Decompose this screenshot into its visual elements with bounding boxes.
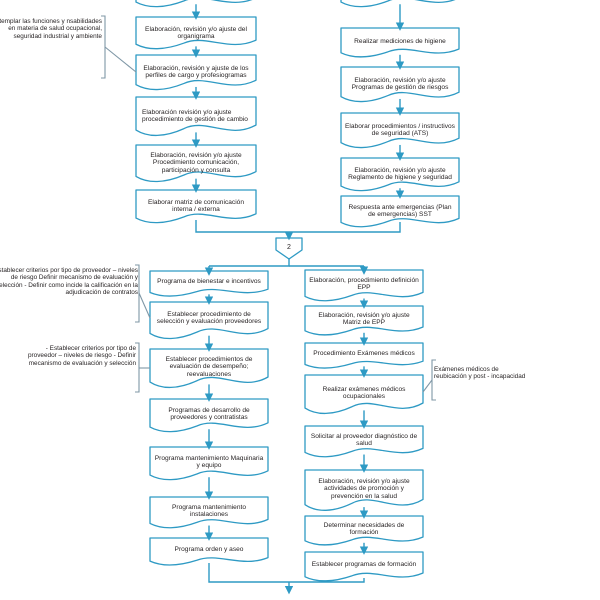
leader-annotation-4 xyxy=(422,379,433,393)
process-node-seleccion-evaluacion-proveedores[interactable]: Establecer procedimiento de selección y … xyxy=(156,310,262,325)
process-node-mediciones-higiene[interactable]: Realizar mediciones de higiene xyxy=(354,38,446,46)
process-node-evaluacion-desempeno[interactable]: Establecer procedimientos de evaluación … xyxy=(165,355,253,378)
page-connector-2[interactable]: 2 xyxy=(287,243,291,251)
process-node-necesidades-formacion[interactable]: Determinar necesidades de formación xyxy=(323,521,405,536)
process-node-realizar-examenes[interactable]: Realizar exámenes médicos ocupacionales xyxy=(322,385,406,400)
node-shape-bottom-right-6 xyxy=(304,515,424,546)
process-node-desarrollo-proveedores[interactable]: Programas de desarrollo de proveedores y… xyxy=(168,406,250,421)
node-shape-bottom-right-7 xyxy=(304,551,424,582)
node-shape-bottom-left-5 xyxy=(149,496,269,529)
node-shape-bottom-right-0 xyxy=(304,269,424,302)
process-node-definicion-epp[interactable]: Elaboración, procedimiento definición EP… xyxy=(309,276,419,291)
process-node-mantenimiento-instalaciones[interactable]: Programa mantenimiento instalaciones xyxy=(171,503,247,518)
process-node-diagnostico-salud[interactable]: Solicitar al proveedor diagnóstico de sa… xyxy=(310,432,418,447)
node-shape-left-top-0 xyxy=(135,0,252,8)
node-shape-bottom-left-0 xyxy=(149,270,269,297)
process-node-orden-aseo[interactable]: Programa orden y aseo xyxy=(174,546,244,554)
split-bus-left xyxy=(209,259,290,267)
process-node-programas-gestion-riesgos[interactable]: Elaboración, revisión y/o ajuste Program… xyxy=(351,76,449,91)
merge-bottom-left xyxy=(208,563,289,583)
process-node-epidemiologica[interactable]: epidemiológica xyxy=(341,0,459,8)
node-shape-right-top-1 xyxy=(340,27,460,58)
node-shape-bottom-left-3 xyxy=(149,398,269,433)
node-shape-right-top-4 xyxy=(340,157,460,192)
annotation-criterios-evaluacion-seleccion: - Establecer criterios por tipo de prove… xyxy=(28,345,136,367)
process-node-mantenimiento-maquinaria[interactable]: Programa mantenimiento Maquinaria y equi… xyxy=(154,454,264,469)
node-shape-bottom-right-5 xyxy=(304,469,424,511)
process-node-instructivos-seguridad[interactable]: Elaborar procedimientos / instructivos d… xyxy=(345,122,455,137)
annotation-funciones-responsabilidades: templar las funciones y nsabilidades en … xyxy=(0,18,102,40)
process-node-matriz-comunicacion[interactable]: Elaborar matriz de comunicación interna … xyxy=(147,198,245,213)
process-node-bienestar-incentivos[interactable]: Programa de bienestar e incentivos xyxy=(157,278,261,286)
process-node-reglamento-higiene[interactable]: Elaboración, revisión y/o ajuste Reglame… xyxy=(348,166,452,181)
process-node-organigrama[interactable]: Elaboración, revisión y/o ajuste del org… xyxy=(145,25,247,40)
process-node-respuesta-emergencias[interactable]: Respuesta ante emergencias (Plan de emer… xyxy=(348,203,452,218)
merge-bottom-right xyxy=(289,578,365,583)
node-shape-left-top-3 xyxy=(135,96,257,137)
process-node-perfiles-cargo[interactable]: Elaboración, revisión y ajuste de los pe… xyxy=(143,64,249,79)
process-node-promocion-prevencion[interactable]: Elaboración, revisión y/o ajuste activid… xyxy=(318,477,410,500)
node-shape-left-top-1 xyxy=(135,16,257,50)
annotation-criterios-proveedor-riesgo: Establecer criterios por tipo de proveed… xyxy=(0,267,138,297)
node-shape-right-top-2 xyxy=(340,66,460,103)
node-shape-right-top-0 xyxy=(340,0,456,8)
node-shape-bottom-right-4 xyxy=(304,425,424,458)
merge-left-to-connector xyxy=(195,220,289,233)
node-shape-right-top-5 xyxy=(340,195,460,228)
process-node-matriz-epp[interactable]: Elaboración, revisión y/o ajuste Matriz … xyxy=(318,311,410,326)
node-shape-bottom-left-6 xyxy=(149,537,269,566)
merge-right-to-connector xyxy=(289,222,401,233)
connector-2-shape xyxy=(275,237,303,260)
process-node-comunicacion-participacion[interactable]: Elaboración, revisión y/o ajuste Procedi… xyxy=(150,151,242,174)
leader-annotation-1 xyxy=(104,46,137,73)
node-shape-bottom-right-3 xyxy=(304,374,424,415)
annotation-examenes-reubicacion: Exámenes médicos de reubicación y post -… xyxy=(434,366,526,381)
leader-annotation-2 xyxy=(138,292,151,319)
node-shape-right-top-3 xyxy=(340,112,460,149)
node-shape-bottom-left-2 xyxy=(149,348,269,389)
node-shape-bottom-right-2 xyxy=(304,342,424,369)
node-shape-bottom-left-1 xyxy=(149,301,269,340)
process-node-gestion-cambio[interactable]: Elaboración revisión y/o ajuste procedim… xyxy=(142,108,248,123)
process-node-gestion[interactable]: gestión xyxy=(136,0,256,8)
process-node-procedimiento-examenes[interactable]: Procedimiento Exámenes médicos xyxy=(313,350,415,358)
process-node-programas-formacion[interactable]: Establecer programas de formación xyxy=(311,561,417,569)
node-shape-left-top-4 xyxy=(135,144,257,183)
node-shape-left-top-5 xyxy=(135,189,257,224)
node-shape-left-top-2 xyxy=(135,54,257,91)
node-shape-bottom-right-1 xyxy=(304,305,424,336)
node-shape-bottom-left-4 xyxy=(149,446,269,481)
